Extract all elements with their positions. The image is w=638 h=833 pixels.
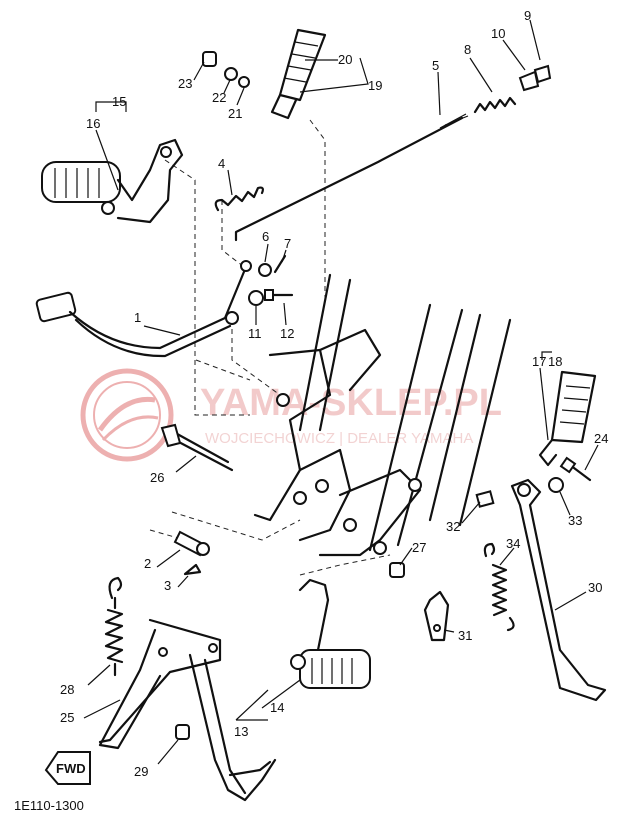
stand-spring-34 bbox=[483, 542, 515, 632]
callout-32: 32 bbox=[446, 519, 460, 534]
callout-12: 12 bbox=[280, 326, 294, 341]
callout-33: 33 bbox=[568, 513, 582, 528]
side-stand bbox=[510, 478, 607, 702]
brake-rod-spring bbox=[473, 96, 517, 114]
cotter-pin bbox=[183, 563, 202, 576]
callout-5: 5 bbox=[432, 58, 439, 73]
callout-3: 3 bbox=[164, 578, 171, 593]
bracket-31 bbox=[423, 590, 450, 642]
callout-1: 1 bbox=[134, 310, 141, 325]
joint-10 bbox=[518, 70, 540, 92]
assembly-lines bbox=[149, 119, 391, 576]
footrest-18 bbox=[538, 370, 597, 467]
fwd-label: FWD bbox=[56, 761, 86, 776]
return-spring-4 bbox=[214, 186, 264, 212]
watermark: YAMA-SKLEP.PL WOJCIECHOWICZ | DEALER YAM… bbox=[80, 368, 502, 462]
callout-22: 22 bbox=[212, 90, 226, 105]
callout-29: 29 bbox=[134, 764, 148, 779]
leader-lines bbox=[83, 19, 599, 765]
fwd-arrow-icon: FWD bbox=[44, 751, 91, 785]
collar-27 bbox=[389, 562, 405, 578]
stand-spring-28 bbox=[104, 576, 124, 677]
bolt-12 bbox=[264, 289, 294, 301]
callout-28: 28 bbox=[60, 682, 74, 697]
pivot-shaft-26 bbox=[160, 423, 234, 472]
callout-26: 26 bbox=[150, 470, 164, 485]
callout-2: 2 bbox=[144, 556, 151, 571]
bolt-32 bbox=[475, 490, 495, 508]
callout-6: 6 bbox=[262, 229, 269, 244]
callout-7: 7 bbox=[284, 236, 291, 251]
callout-20: 20 bbox=[338, 52, 352, 67]
brake-pedal bbox=[35, 260, 252, 358]
watermark-logo-icon bbox=[80, 368, 174, 462]
washer-6 bbox=[258, 263, 272, 277]
callout-11: 11 bbox=[248, 326, 262, 341]
brake-rod bbox=[234, 113, 469, 242]
callout-18: 18 bbox=[548, 354, 562, 369]
callout-27: 27 bbox=[412, 540, 426, 555]
callout-16: 16 bbox=[86, 116, 100, 131]
callout-21: 21 bbox=[228, 106, 242, 121]
bolt-24 bbox=[559, 456, 592, 482]
callout-4: 4 bbox=[218, 156, 225, 171]
collar-23 bbox=[202, 51, 217, 67]
nut-11 bbox=[248, 290, 264, 306]
callout-30: 30 bbox=[588, 580, 602, 595]
pivot-shaft bbox=[173, 530, 210, 557]
callout-9: 9 bbox=[524, 8, 531, 23]
frame-bracket bbox=[253, 273, 512, 557]
footrest-16 bbox=[41, 138, 184, 224]
footrest-14 bbox=[290, 578, 371, 689]
callout-31: 31 bbox=[458, 628, 472, 643]
callout-17: 17 bbox=[532, 354, 546, 369]
callout-8: 8 bbox=[464, 42, 471, 57]
callout-34: 34 bbox=[506, 536, 520, 551]
callout-25: 25 bbox=[60, 710, 74, 725]
washer-21 bbox=[238, 76, 250, 88]
callout-23: 23 bbox=[178, 76, 192, 91]
nut-22 bbox=[224, 67, 238, 81]
footrest-20 bbox=[270, 28, 327, 120]
callout-13: 13 bbox=[234, 724, 248, 739]
callout-10: 10 bbox=[491, 26, 505, 41]
main-stand bbox=[98, 618, 277, 802]
callout-14: 14 bbox=[270, 700, 284, 715]
callout-24: 24 bbox=[594, 431, 608, 446]
watermark-subtitle: WOJCIECHOWICZ | DEALER YAMAHA bbox=[205, 430, 473, 447]
callout-19: 19 bbox=[368, 78, 382, 93]
callout-15: 15 bbox=[112, 94, 126, 109]
nut-33 bbox=[548, 477, 564, 493]
diagram-code: 1E110-1300 bbox=[14, 798, 84, 813]
collar-29 bbox=[175, 724, 190, 740]
callouts: 1 2 3 4 5 6 7 8 9 10 11 12 13 14 15 16 1… bbox=[60, 8, 608, 779]
